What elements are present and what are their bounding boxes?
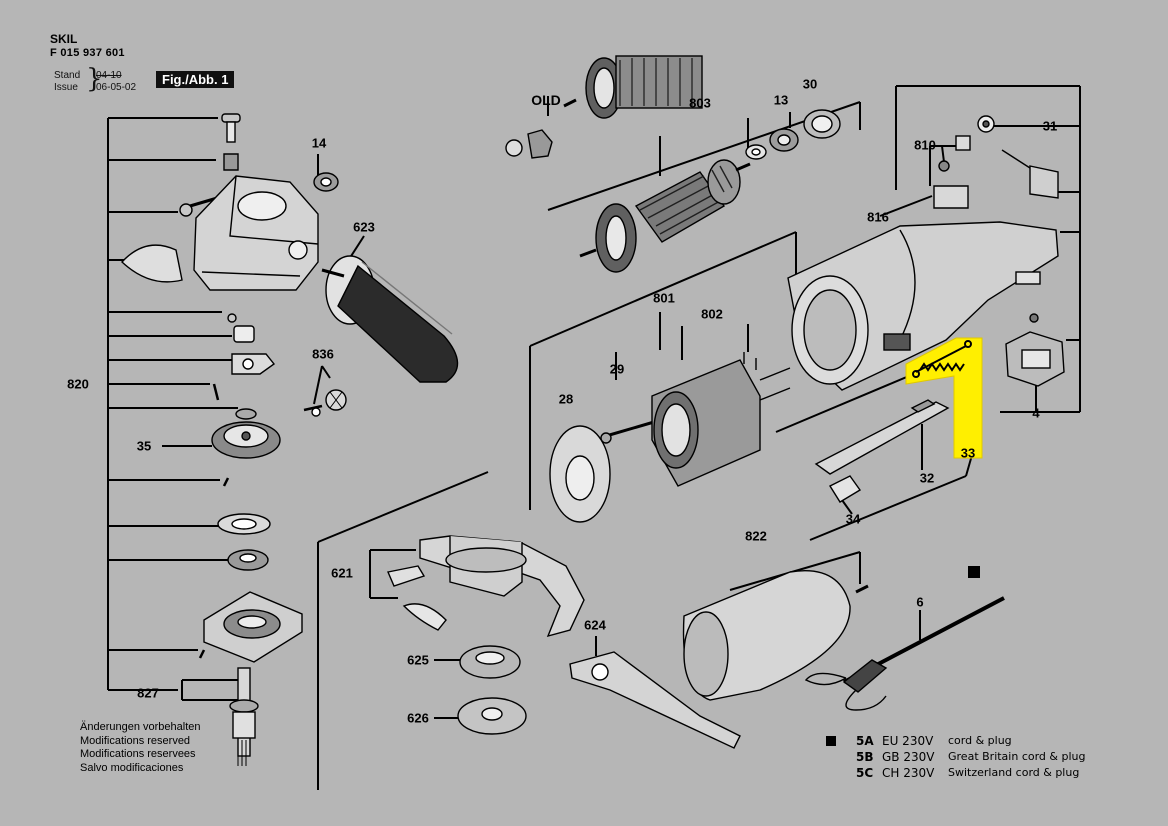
legend-description: cord & plug (948, 734, 1012, 747)
callout-816: 816 (867, 209, 889, 225)
issue-date: 06-05-02 (96, 82, 137, 93)
callout-801: 801 (653, 290, 675, 306)
callout-623: 623 (353, 219, 375, 235)
legend-code: 5A (856, 734, 874, 748)
highlight-part-33 (905, 337, 983, 459)
legend-code: 5B (856, 750, 874, 764)
callout-625: 625 (407, 652, 429, 668)
callout-6: 6 (916, 594, 924, 610)
issue-label: Issue (54, 82, 78, 93)
modification-notes: Änderungen vorbehalten Modifications res… (80, 721, 200, 775)
legend-voltage: CH 230V (882, 766, 935, 780)
note-line: Änderungen vorbehalten (80, 721, 201, 733)
figure-label: Fig./Abb. 1 (156, 71, 235, 88)
legend-code: 5C (856, 766, 874, 780)
callout-802: 802 (701, 306, 723, 322)
note-line: Modifications reservees (80, 748, 196, 760)
legend-description: Switzerland cord & plug (948, 766, 1080, 779)
brand-label: SKIL (50, 32, 78, 46)
legend-voltage: GB 230V (882, 750, 935, 764)
callout-34: 34 (845, 511, 861, 527)
callout-626: 626 (407, 710, 429, 726)
stand-date: 04-10 (96, 70, 122, 81)
callout-810: 810 (914, 137, 936, 153)
note-line: Modifications reserved (80, 734, 191, 747)
callout-32: 32 (919, 470, 935, 486)
legend-marker (826, 736, 836, 746)
callout-29: 29 (609, 361, 625, 377)
callout-31: 31 (1042, 118, 1058, 134)
legend-description: Great Britain cord & plug (948, 750, 1086, 763)
callout-14: 14 (311, 135, 327, 151)
callout-621: 621 (331, 565, 353, 581)
callout-4: 4 (1032, 405, 1040, 421)
callout-33: 33 (960, 445, 976, 461)
cord-variant-marker (968, 566, 980, 578)
callout-822: 822 (745, 528, 767, 544)
stand-label: Stand (54, 70, 81, 81)
callout-820: 820 (67, 376, 89, 392)
part-number: F 015 937 601 (50, 47, 125, 59)
callout-30: 30 (802, 76, 818, 92)
callout-827: 827 (137, 685, 159, 701)
callout-624: 624 (584, 617, 606, 633)
callout-13: 13 (773, 92, 789, 108)
callout-35: 35 (136, 438, 152, 454)
callout-old: OLD (531, 92, 561, 108)
callout-836: 836 (312, 346, 334, 362)
callout-28: 28 (558, 391, 574, 407)
legend-voltage: EU 230V (882, 734, 934, 748)
note-line: Salvo modificaciones (80, 761, 184, 774)
callout-803: 803 (689, 95, 711, 111)
brace-icon: } (86, 64, 103, 94)
